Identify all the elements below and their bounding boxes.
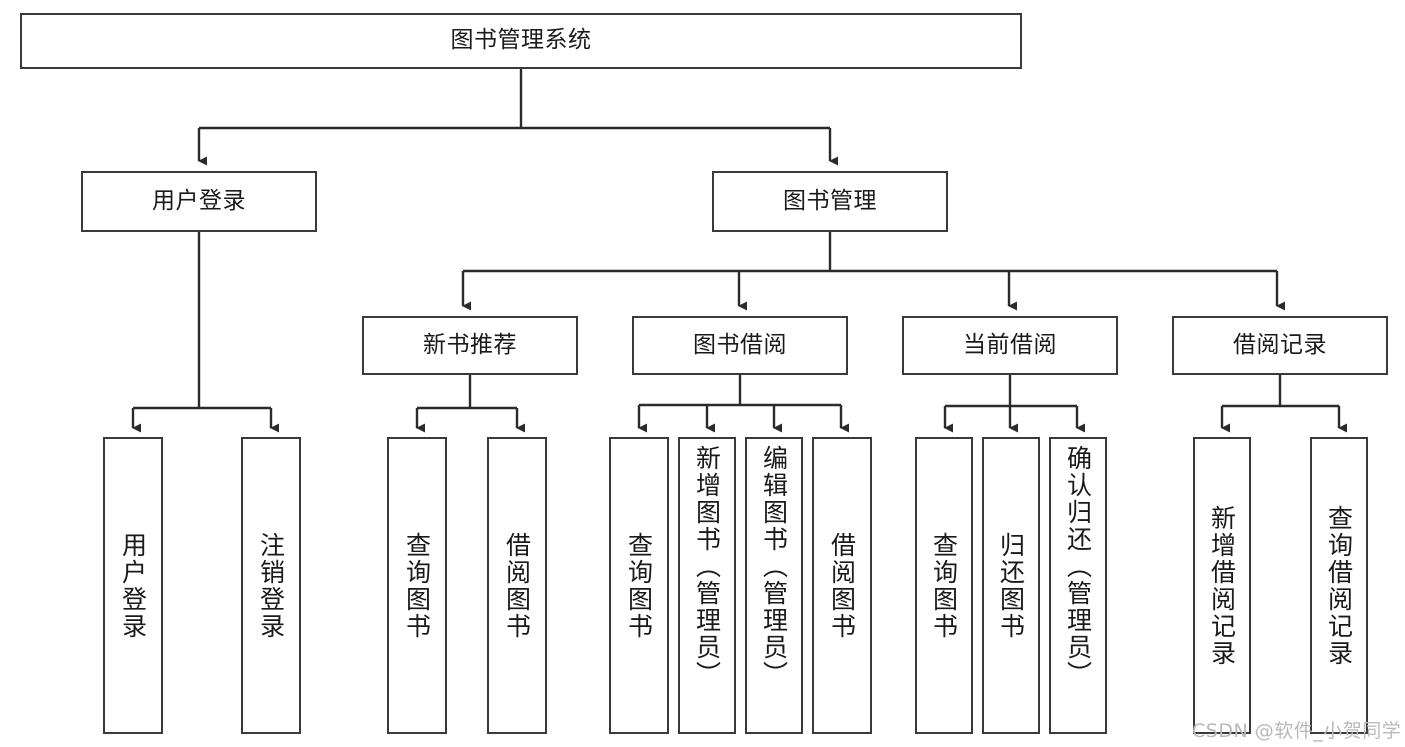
node-book-management[interactable]: 图书管理 — [712, 171, 948, 232]
leaf-borrow-edit-book-admin[interactable]: 编辑图书（管理员） — [745, 437, 803, 734]
node-root-system[interactable]: 图书管理系统 — [20, 13, 1022, 69]
node-label: 图书管理系统 — [450, 27, 592, 54]
node-label: 用户登录 — [118, 531, 148, 640]
node-current-borrow[interactable]: 当前借阅 — [902, 316, 1118, 375]
csdn-watermark: CSDN @软件_小贺同学 — [1192, 720, 1402, 742]
node-label: 借阅记录 — [1233, 331, 1327, 358]
node-borrow-record[interactable]: 借阅记录 — [1172, 316, 1388, 375]
node-book-borrow[interactable]: 图书借阅 — [632, 316, 848, 375]
leaf-recommend-query-book[interactable]: 查询图书 — [387, 437, 447, 734]
node-label: 新书推荐 — [423, 331, 517, 358]
leaf-current-query-book[interactable]: 查询图书 — [915, 437, 973, 734]
node-label: 查询图书 — [929, 531, 959, 640]
leaf-user-login-logout[interactable]: 注销登录 — [241, 437, 301, 734]
node-label: 归还图书 — [996, 531, 1026, 640]
node-label: 借阅图书 — [502, 531, 532, 640]
node-label: 编辑图书（管理员） — [759, 445, 789, 688]
node-new-book-recommend[interactable]: 新书推荐 — [362, 316, 578, 375]
leaf-record-query-record[interactable]: 查询借阅记录 — [1310, 437, 1368, 734]
node-label: 图书借阅 — [693, 331, 787, 358]
leaf-user-login-login[interactable]: 用户登录 — [103, 437, 163, 734]
leaf-current-confirm-return-admin[interactable]: 确认归还（管理员） — [1049, 437, 1107, 734]
node-label: 查询图书 — [402, 531, 432, 640]
node-user-login[interactable]: 用户登录 — [81, 171, 317, 232]
node-label: 查询借阅记录 — [1324, 504, 1354, 667]
leaf-borrow-borrow-book[interactable]: 借阅图书 — [812, 437, 872, 734]
node-label: 图书管理 — [783, 187, 877, 214]
leaf-recommend-borrow-book[interactable]: 借阅图书 — [487, 437, 547, 734]
leaf-borrow-add-book-admin[interactable]: 新增图书（管理员） — [678, 437, 736, 734]
node-label: 新增借阅记录 — [1207, 504, 1237, 667]
node-label: 查询图书 — [624, 531, 654, 640]
node-label: 用户登录 — [152, 187, 246, 214]
node-label: 确认归还（管理员） — [1063, 445, 1093, 688]
node-label: 当前借阅 — [963, 331, 1057, 358]
leaf-record-add-record[interactable]: 新增借阅记录 — [1193, 437, 1251, 734]
leaf-current-return-book[interactable]: 归还图书 — [982, 437, 1040, 734]
leaf-borrow-query-book[interactable]: 查询图书 — [609, 437, 669, 734]
node-label: 注销登录 — [256, 531, 286, 640]
node-label: 借阅图书 — [827, 531, 857, 640]
node-label: 新增图书（管理员） — [692, 445, 722, 688]
